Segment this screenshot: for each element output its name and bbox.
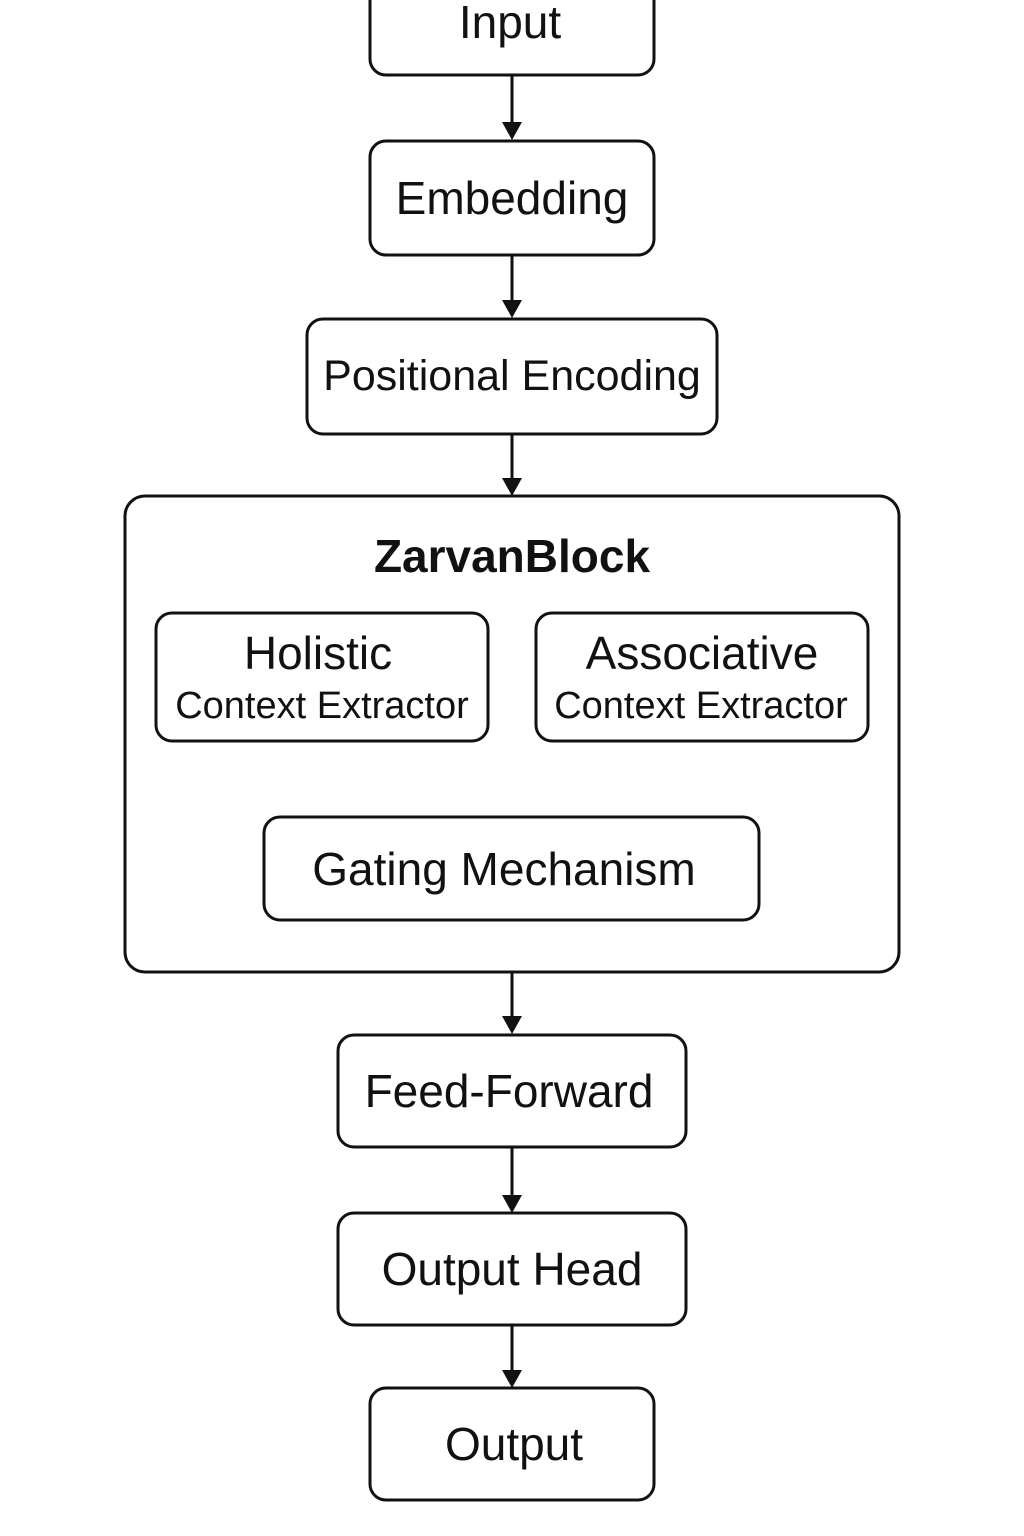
input-box — [368, 0, 656, 77]
output-box — [368, 1386, 656, 1502]
gating-label: Gating Mechanism — [312, 843, 696, 895]
node-output-head: Output Head — [336, 1211, 688, 1327]
zarvan-block: ZarvanBlock Holistic Context Extractor A… — [123, 494, 901, 974]
output-label: Output — [445, 1418, 583, 1470]
associative-box — [534, 611, 870, 743]
feed-forward-label: Feed-Forward — [365, 1065, 654, 1117]
holistic-box — [154, 611, 490, 743]
node-holistic-context-extractor: Holistic Context Extractor — [154, 611, 490, 743]
positional-encoding-box — [305, 317, 719, 436]
node-embedding: Embedding — [368, 139, 656, 257]
node-output: Output — [368, 1386, 656, 1502]
input-label: Input — [459, 0, 562, 48]
arrowhead-zarvanblock — [502, 478, 522, 496]
node-gating-mechanism: Gating Mechanism — [262, 815, 761, 922]
embedding-label: Embedding — [396, 172, 629, 224]
arrowhead-embedding — [502, 122, 522, 140]
node-associative-context-extractor: Associative Context Extractor — [534, 611, 870, 743]
node-positional-encoding: Positional Encoding — [305, 317, 719, 436]
associative-label-line1: Associative — [586, 627, 819, 679]
positional-encoding-label: Positional Encoding — [323, 352, 701, 400]
arrowhead-output — [502, 1370, 522, 1388]
feed-forward-box — [336, 1033, 688, 1149]
arrowhead-positional — [502, 300, 522, 318]
output-head-label: Output Head — [382, 1243, 643, 1295]
arrowhead-feedforward — [502, 1016, 522, 1034]
zarvan-block-title: ZarvanBlock — [374, 530, 651, 582]
associative-label-line2: Context Extractor — [554, 685, 848, 727]
arrowhead-outputhead — [502, 1195, 522, 1213]
holistic-label-line2: Context Extractor — [175, 685, 469, 727]
holistic-label-line1: Holistic — [244, 627, 392, 679]
node-feed-forward: Feed-Forward — [336, 1033, 688, 1149]
node-input: Input — [368, 0, 656, 77]
output-head-box — [336, 1211, 688, 1327]
gating-box — [262, 815, 761, 922]
embedding-box — [368, 139, 656, 257]
